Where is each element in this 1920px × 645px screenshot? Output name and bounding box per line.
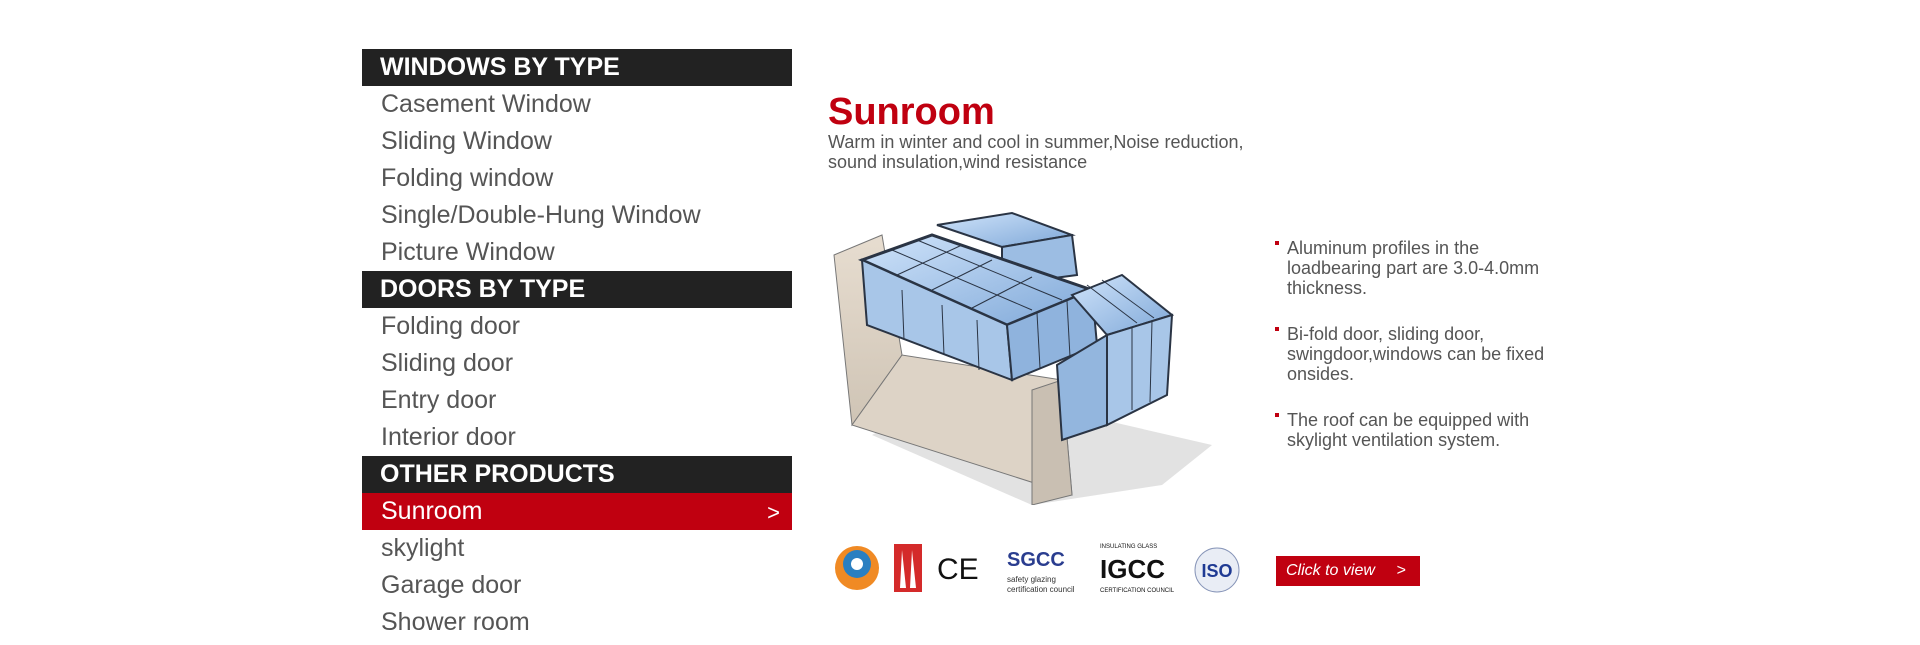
category-header-windows: WINDOWS BY TYPE xyxy=(362,49,792,86)
bullet-icon xyxy=(1275,327,1279,331)
product-heading: Sunroom Warm in winter and cool in summe… xyxy=(828,90,1288,172)
menu-item-casement-window[interactable]: Casement Window xyxy=(381,90,591,118)
svg-text:certification council: certification council xyxy=(1007,585,1075,594)
product-subtitle: Warm in winter and cool in summer,Noise … xyxy=(828,132,1244,172)
chevron-right-icon: > xyxy=(1396,562,1406,579)
bullet-icon xyxy=(1275,241,1279,245)
category-header-other: OTHER PRODUCTS xyxy=(362,456,792,493)
sunroom-illustration xyxy=(833,211,1212,505)
australian-standard-badge-icon xyxy=(894,544,922,592)
bullet-icon xyxy=(1275,413,1279,417)
feature-item: The roof can be equipped with skylight v… xyxy=(1275,410,1565,450)
certification-badges: CE SGCC safety glazing certification cou… xyxy=(835,544,1240,594)
menu-item-folding-window[interactable]: Folding window xyxy=(381,164,554,192)
svg-text:IGCC: IGCC xyxy=(1100,554,1165,584)
menu-item-sliding-window[interactable]: Sliding Window xyxy=(381,127,552,155)
svg-text:INSULATING GLASS: INSULATING GLASS xyxy=(1100,544,1157,550)
ce-mark-icon: CE xyxy=(937,553,979,586)
menu-item-entry-door[interactable]: Entry door xyxy=(381,386,497,414)
menu-item-folding-door[interactable]: Folding door xyxy=(381,312,520,340)
product-title: Sunroom xyxy=(828,91,995,133)
feature-list: Aluminum profiles in the loadbearing par… xyxy=(1275,238,1565,476)
igcc-badge-icon: INSULATING GLASS IGCC CERTIFICATION COUN… xyxy=(1100,544,1175,594)
menu-item-sliding-door[interactable]: Sliding door xyxy=(381,349,514,377)
feature-text: Aluminum profiles in the loadbearing par… xyxy=(1287,238,1540,298)
category-header-doors: DOORS BY TYPE xyxy=(362,271,792,308)
feature-text: The roof can be equipped with skylight v… xyxy=(1287,410,1530,450)
menu-item-hung-window[interactable]: Single/Double-Hung Window xyxy=(381,201,701,229)
product-menu: WINDOWS BY TYPE Casement Window Sliding … xyxy=(362,49,792,641)
svg-text:safety glazing: safety glazing xyxy=(1007,575,1056,584)
iso-badge-icon: ISO xyxy=(1194,547,1240,593)
click-to-view-button[interactable]: Click to view > xyxy=(1276,556,1420,586)
svg-text:ISO: ISO xyxy=(1201,561,1232,581)
menu-item-picture-window[interactable]: Picture Window xyxy=(381,238,555,266)
menu-item-shower-room[interactable]: Shower room xyxy=(381,608,530,636)
nfrc-badge-icon xyxy=(835,546,879,590)
sgcc-badge-icon: SGCC safety glazing certification counci… xyxy=(1007,549,1075,594)
menu-item-label: Sunroom xyxy=(381,497,483,525)
menu-item-skylight[interactable]: skylight xyxy=(381,534,465,562)
feature-text: Bi-fold door, sliding door, swingdoor,wi… xyxy=(1287,324,1545,384)
menu-item-sunroom[interactable]: Sunroom > xyxy=(362,493,792,530)
button-label: Click to view xyxy=(1286,562,1375,579)
feature-item: Aluminum profiles in the loadbearing par… xyxy=(1275,238,1565,298)
chevron-right-icon: > xyxy=(767,500,780,525)
feature-item: Bi-fold door, sliding door, swingdoor,wi… xyxy=(1275,324,1565,384)
menu-item-garage-door[interactable]: Garage door xyxy=(381,571,522,599)
svg-text:SGCC: SGCC xyxy=(1007,549,1065,571)
menu-item-interior-door[interactable]: Interior door xyxy=(381,423,516,451)
svg-text:CERTIFICATION COUNCIL: CERTIFICATION COUNCIL xyxy=(1100,588,1175,594)
